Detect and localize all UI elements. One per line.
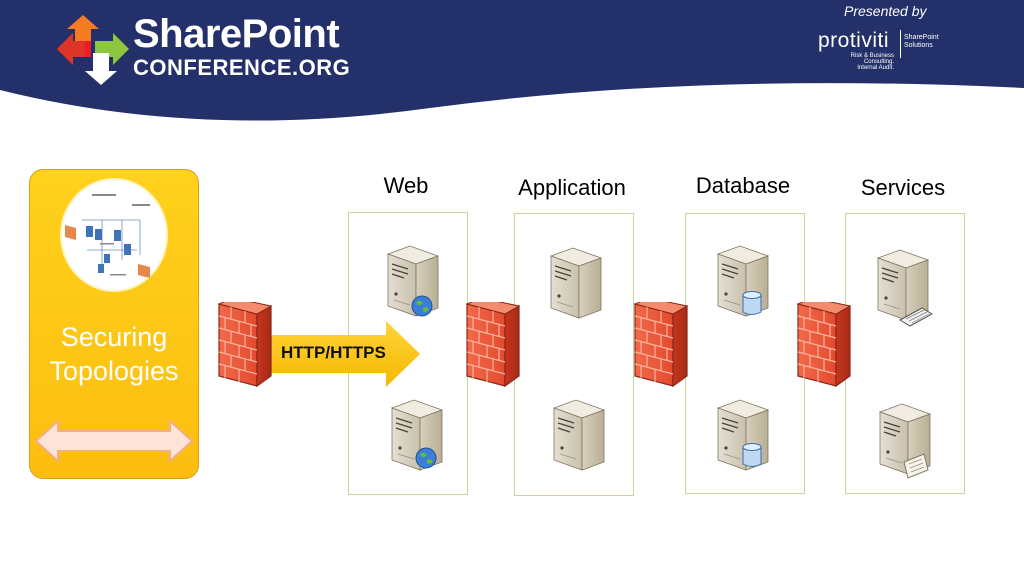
logo-main-text: SharePoint [133,12,340,56]
web-app-firewall [465,302,521,388]
globe-icon [411,295,433,317]
app-server-top [547,244,603,320]
sponsor-tagline-line1: Risk & Business Consulting. [850,53,894,65]
sponsor-unit-line1: SharePoint [904,34,939,41]
presented-by-text: Presented by [844,3,927,19]
database-icon [742,443,762,467]
sponsor-tagline: Risk & Business Consulting. Internal Aud… [848,53,894,71]
services-tier-label: Services [860,175,946,200]
sponsor-unit-line2: Solutions [904,42,933,49]
app-db-firewall [633,302,689,388]
perimeter-firewall [217,302,273,388]
protocol-label: HTTP/HTTPS [281,343,386,362]
db-services-firewall [796,302,852,388]
panel-title-line1: Securing [60,322,168,352]
panel-title-line2: Topologies [49,356,179,386]
app-server-bottom [550,396,606,472]
database-icon [742,291,762,315]
conference-logo: SharePoint CONFERENCE.ORG [133,12,350,80]
double-arrow-icon [34,418,194,464]
globe-icon [415,447,437,469]
sharepoint-logo-icon [57,15,129,85]
web-tier-label: Web [383,173,429,198]
logo-sub-text: CONFERENCE.ORG [133,55,351,80]
sponsor-name: protiviti [818,29,890,52]
panel-title: Securing Topologies [29,320,199,388]
database-tier-label: Database [695,173,791,198]
sponsor-unit: SharePoint Solutions [904,34,939,50]
header-banner [0,0,1024,121]
keyboard-icon [898,307,934,327]
document-icon [903,453,929,479]
http-arrow [268,321,420,387]
sponsor-divider [900,30,901,58]
network-diagram-icon [65,194,150,278]
sponsor-tagline-line2: Internal Audit. [857,65,894,71]
application-tier-label: Application [518,175,626,200]
